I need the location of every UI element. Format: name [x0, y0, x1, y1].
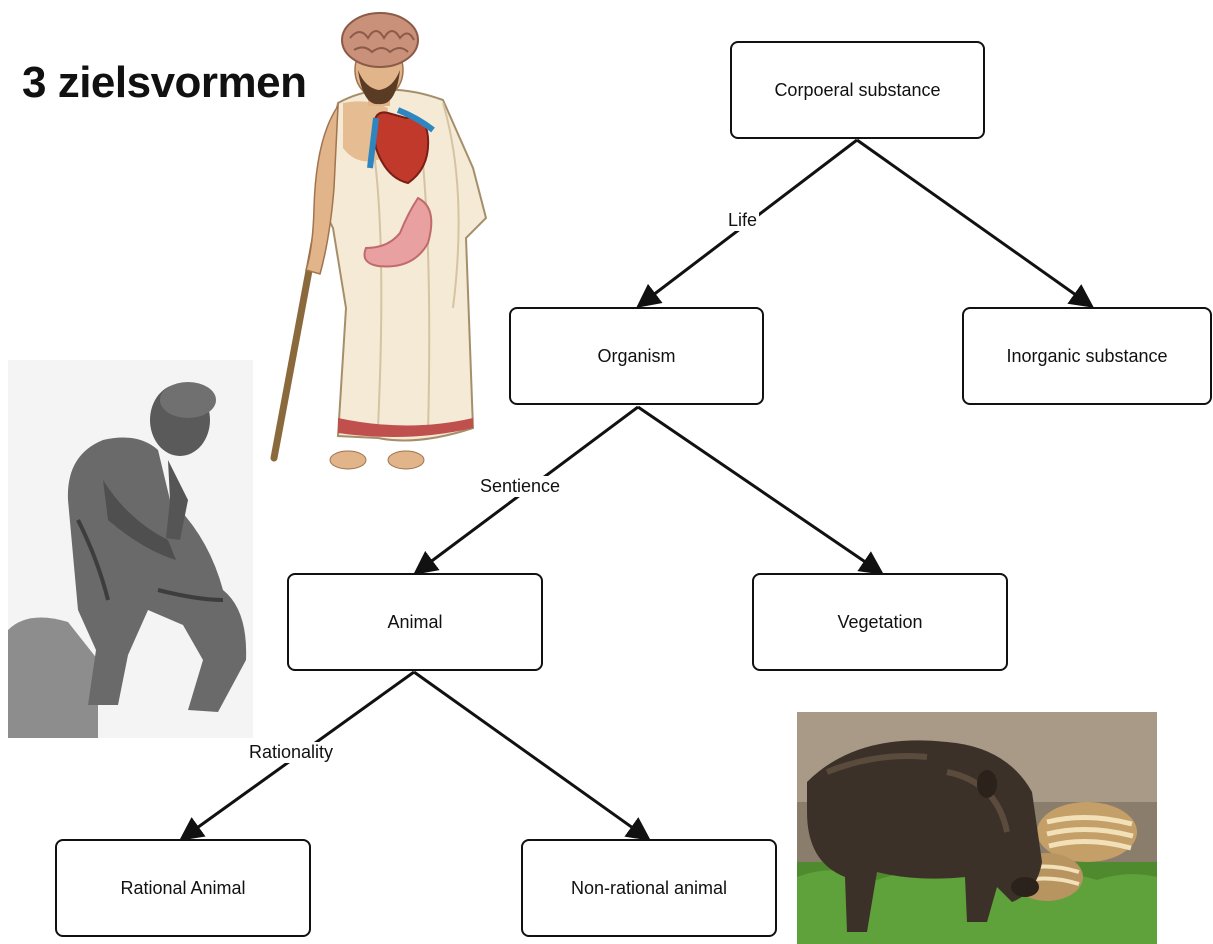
node-corporeal-substance: Corpoeral substance — [730, 41, 985, 139]
node-vegetation: Vegetation — [752, 573, 1008, 671]
edge-label-rationality: Rationality — [247, 742, 336, 763]
edge-corporeal-inorganic — [856, 138, 1094, 308]
node-inorganic-substance: Inorganic substance — [962, 307, 1212, 405]
thinker-statue-image — [8, 360, 253, 738]
ancient-figure-image — [270, 12, 488, 470]
node-organism: Organism — [509, 307, 764, 405]
node-animal: Animal — [287, 573, 543, 671]
node-non-rational-animal: Non-rational animal — [521, 839, 777, 937]
edge-organism-vegetation — [637, 405, 884, 575]
edge-animal-nonrational — [413, 670, 651, 841]
node-rational-animal: Rational Animal — [55, 839, 311, 937]
edge-label-life: Life — [726, 210, 760, 231]
wild-boar-image — [797, 712, 1157, 944]
edge-label-sentience: Sentience — [478, 476, 563, 497]
page-title: 3 zielsvormen — [22, 58, 307, 107]
